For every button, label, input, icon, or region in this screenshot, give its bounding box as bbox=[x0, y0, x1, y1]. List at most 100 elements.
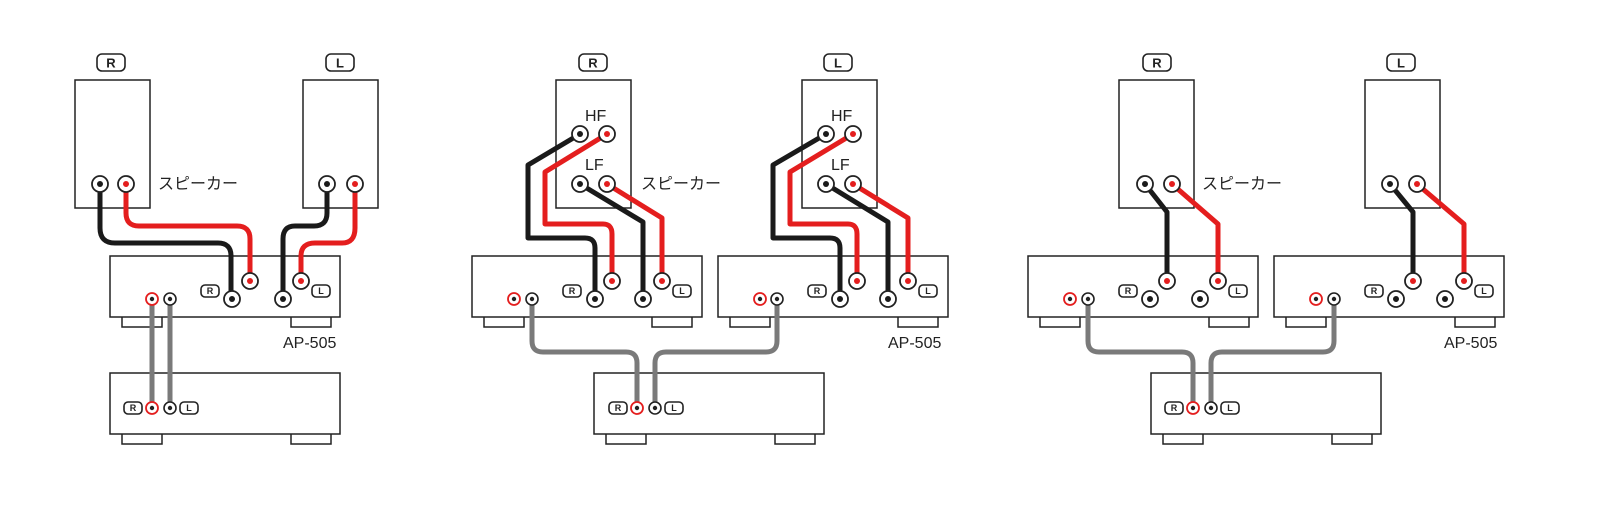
speaker-cable-negative bbox=[1387, 181, 1416, 283]
speaker-right bbox=[74, 79, 151, 209]
speaker-cable-negative bbox=[97, 181, 234, 301]
svg-text:R: R bbox=[1125, 286, 1132, 296]
svg-text:R: R bbox=[588, 56, 598, 71]
speaker-cable-positive bbox=[787, 131, 860, 283]
channel-badge-right: R bbox=[1118, 284, 1138, 298]
speaker-cable-positive bbox=[1169, 181, 1221, 283]
source-device bbox=[1150, 372, 1382, 445]
rca-jack-white bbox=[1081, 292, 1095, 306]
svg-text:L: L bbox=[186, 403, 192, 413]
amplifier-ap505 bbox=[717, 255, 949, 328]
terminal-negative bbox=[817, 125, 835, 143]
channel-badge-left: L bbox=[823, 53, 853, 72]
terminal-negative bbox=[223, 290, 241, 308]
terminal-negative bbox=[318, 175, 336, 193]
rca-jack-red bbox=[145, 401, 159, 415]
channel-badge-left: L bbox=[1386, 53, 1416, 72]
terminal-positive bbox=[598, 175, 616, 193]
rca-jack-white bbox=[525, 292, 539, 306]
rca-jack-white bbox=[1204, 401, 1218, 415]
speaker-cable-negative bbox=[1142, 181, 1170, 283]
rca-jack-white bbox=[163, 401, 177, 415]
speaker-label: スピーカー bbox=[1202, 176, 1282, 193]
terminal-positive bbox=[1408, 175, 1426, 193]
terminal-negative bbox=[274, 290, 292, 308]
terminal-positive bbox=[1158, 272, 1176, 290]
svg-text:L: L bbox=[834, 56, 842, 71]
terminal-negative bbox=[634, 290, 652, 308]
channel-badge-left: L bbox=[325, 53, 355, 72]
svg-text:R: R bbox=[1171, 403, 1178, 413]
svg-text:L: L bbox=[1235, 286, 1241, 296]
terminal-positive bbox=[1404, 272, 1422, 290]
svg-text:R: R bbox=[106, 56, 116, 71]
terminal-positive bbox=[1455, 272, 1473, 290]
source-device bbox=[593, 372, 825, 445]
channel-badge-right: R bbox=[96, 53, 126, 72]
terminal-negative bbox=[817, 175, 835, 193]
terminal-negative bbox=[571, 125, 589, 143]
speaker-cable-positive bbox=[123, 181, 253, 283]
terminal-positive bbox=[292, 272, 310, 290]
speaker-cable-positive bbox=[1414, 181, 1467, 283]
diagram-bridged-mono: R L R L R L R L スピーカー AP-505 bbox=[1027, 53, 1505, 445]
amplifier-ap505 bbox=[109, 255, 341, 328]
channel-badge-right: R bbox=[1142, 53, 1172, 72]
diagram-bi-wiring: R L R L R L R L HF LF HF LF スピーカー AP-505 bbox=[471, 53, 949, 445]
rca-jack-red bbox=[753, 292, 767, 306]
terminal-negative bbox=[571, 175, 589, 193]
terminal-negative bbox=[1381, 175, 1399, 193]
rca-jack-white bbox=[1327, 292, 1341, 306]
svg-text:L: L bbox=[679, 286, 685, 296]
rca-cable bbox=[652, 297, 780, 411]
model-label: AP-505 bbox=[283, 335, 336, 352]
channel-badge-right: R bbox=[1164, 401, 1184, 415]
svg-text:L: L bbox=[318, 286, 324, 296]
terminal-positive bbox=[1209, 272, 1227, 290]
model-label: AP-505 bbox=[1444, 335, 1497, 352]
svg-text:R: R bbox=[615, 403, 622, 413]
rca-jack-red bbox=[1186, 401, 1200, 415]
rca-jack-red bbox=[1309, 292, 1323, 306]
terminal-positive bbox=[1163, 175, 1181, 193]
terminal-negative bbox=[1136, 175, 1154, 193]
svg-text:R: R bbox=[1371, 286, 1378, 296]
rca-jack-red bbox=[145, 292, 159, 306]
speaker-cable-negative bbox=[280, 181, 330, 301]
channel-badge-right: R bbox=[123, 401, 143, 415]
svg-text:L: L bbox=[1397, 56, 1405, 71]
channel-badge-right: R bbox=[200, 284, 220, 298]
hf-label: HF bbox=[585, 108, 607, 125]
terminal-negative bbox=[831, 290, 849, 308]
speaker-cable-negative bbox=[823, 181, 891, 301]
channel-badge-right: R bbox=[608, 401, 628, 415]
speaker-cable-negative bbox=[525, 131, 598, 301]
terminal-positive bbox=[117, 175, 135, 193]
channel-badge-left: L bbox=[1220, 401, 1240, 415]
lf-label: LF bbox=[831, 157, 850, 174]
terminal-positive bbox=[844, 175, 862, 193]
channel-badge-right: R bbox=[807, 284, 827, 298]
lf-label: LF bbox=[585, 157, 604, 174]
hf-label: HF bbox=[831, 108, 853, 125]
svg-text:L: L bbox=[1481, 286, 1487, 296]
svg-text:L: L bbox=[1227, 403, 1233, 413]
svg-text:R: R bbox=[569, 286, 576, 296]
speaker-cable-positive bbox=[298, 181, 358, 283]
rca-jack-white bbox=[770, 292, 784, 306]
terminal-positive bbox=[598, 125, 616, 143]
speaker-cable-negative bbox=[577, 181, 646, 301]
speaker-cable-positive bbox=[850, 181, 911, 283]
terminal-negative bbox=[91, 175, 109, 193]
channel-badge-left: L bbox=[918, 284, 938, 298]
terminal-positive bbox=[844, 125, 862, 143]
svg-text:L: L bbox=[671, 403, 677, 413]
rca-jack-red bbox=[630, 401, 644, 415]
amplifier-ap505 bbox=[471, 255, 703, 328]
rca-cable bbox=[529, 297, 640, 411]
speaker-label: スピーカー bbox=[158, 176, 238, 193]
speaker-cable-negative bbox=[770, 131, 843, 301]
channel-badge-right: R bbox=[578, 53, 608, 72]
channel-badge-left: L bbox=[311, 284, 331, 298]
